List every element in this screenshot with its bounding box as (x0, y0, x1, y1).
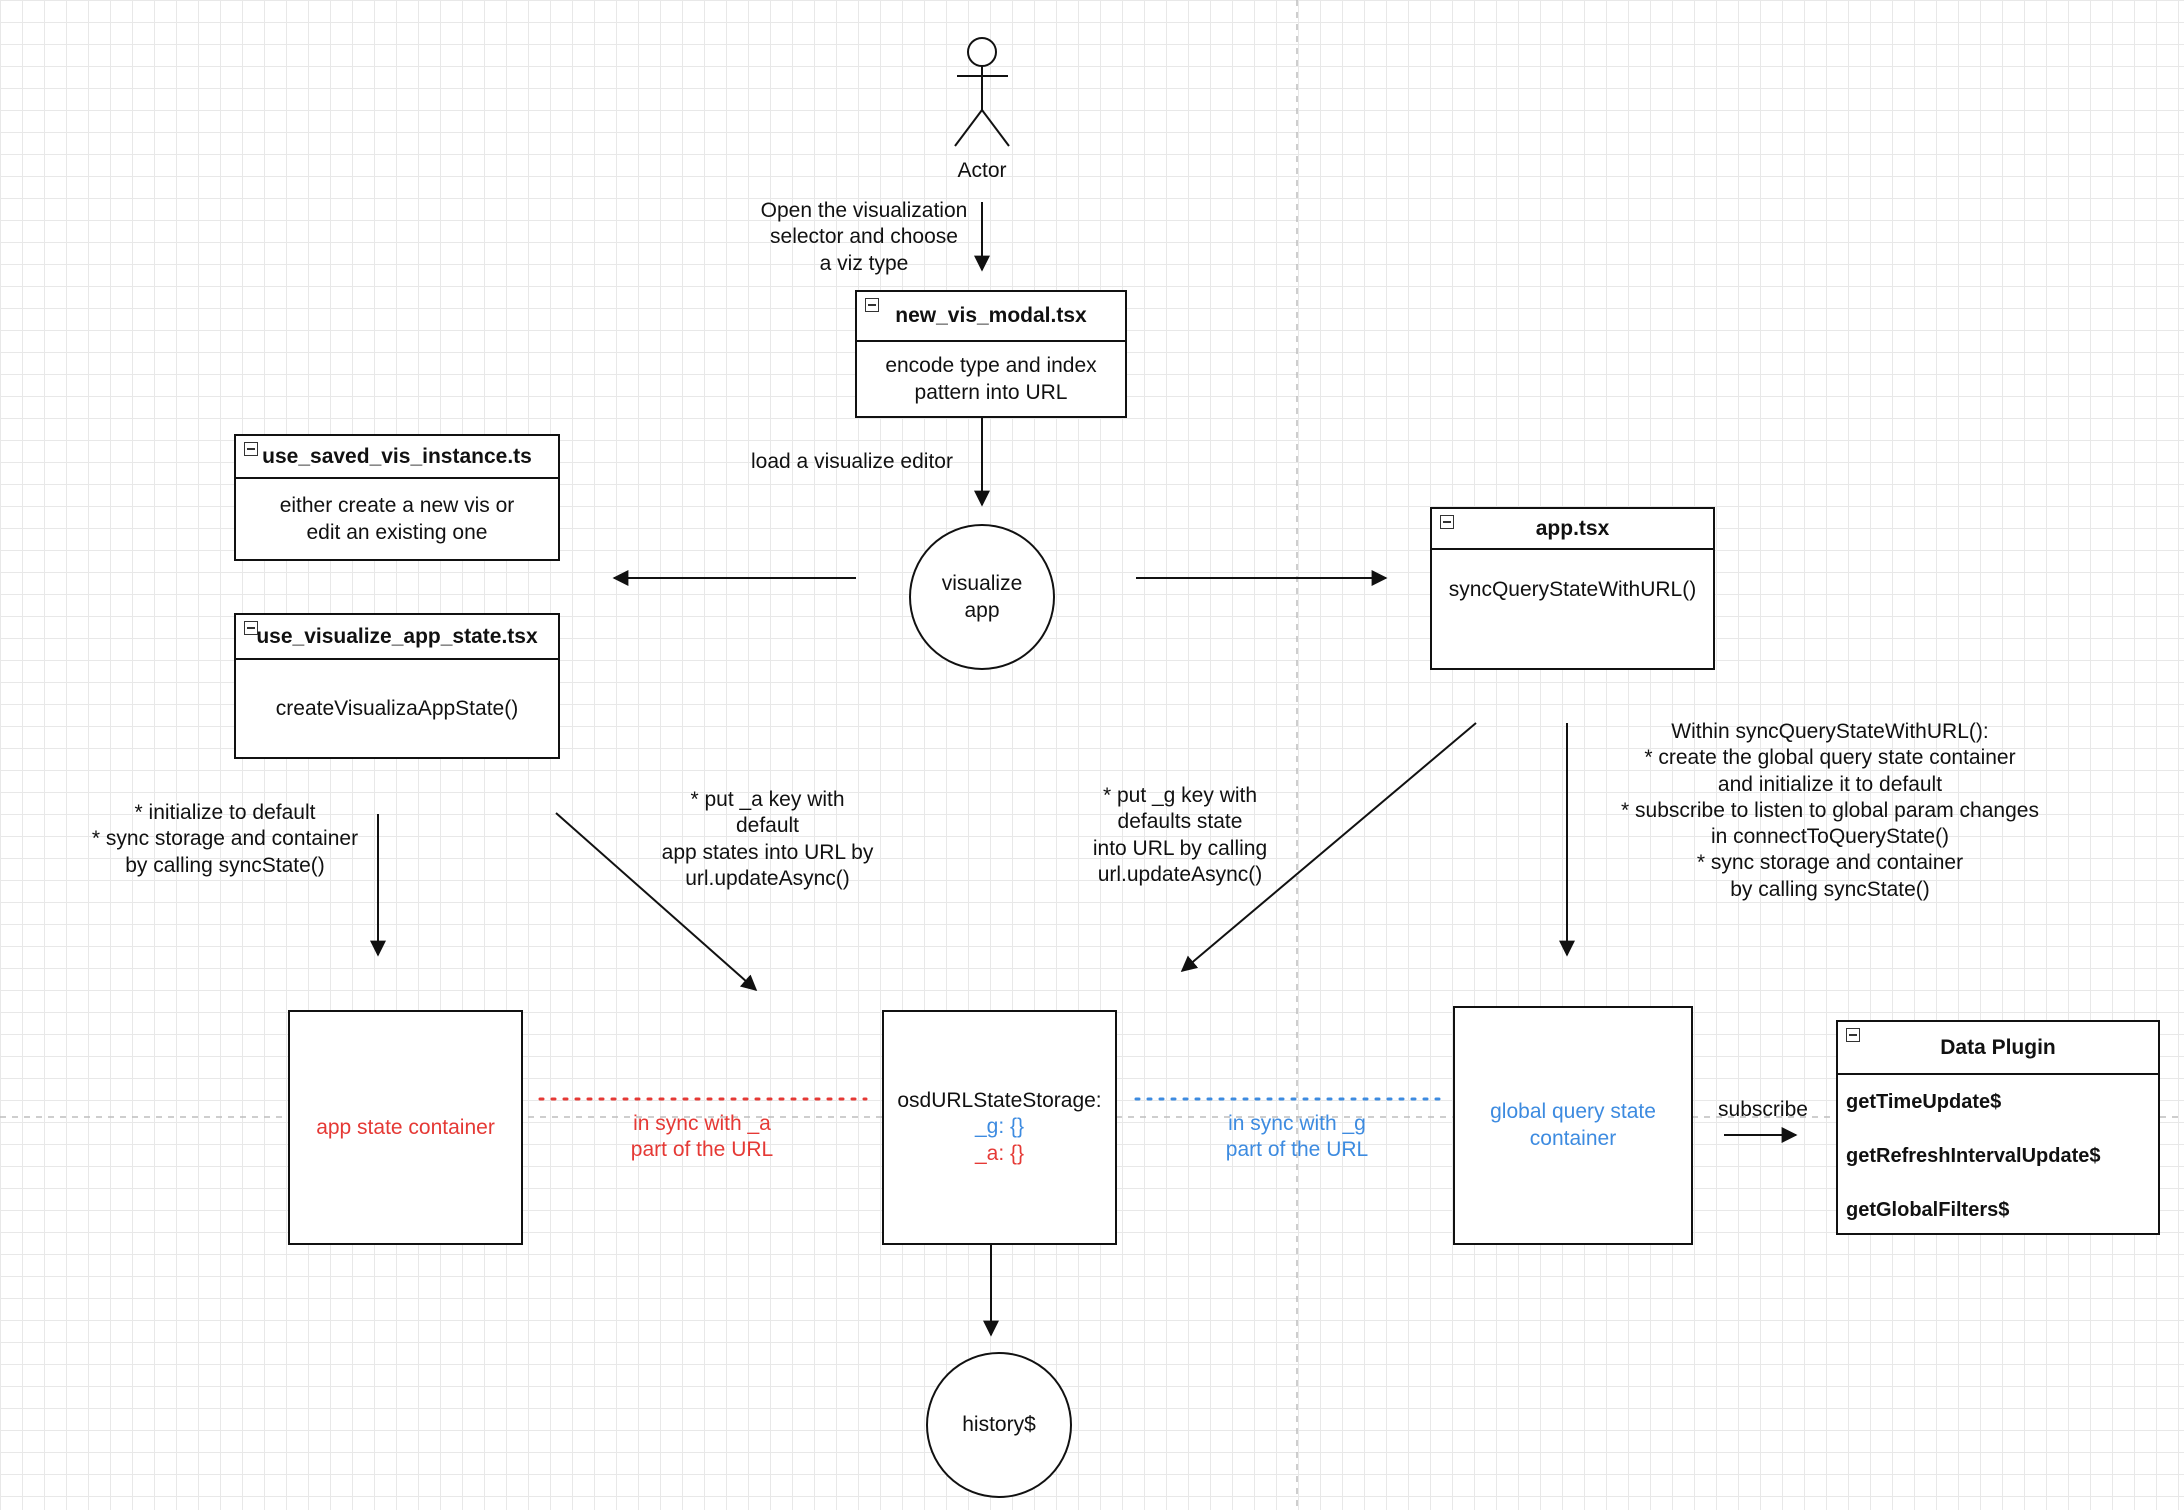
actor-label: Actor (957, 159, 1007, 182)
node-use-visualize-app-state-header: use_visualize_app_state.tsx (236, 615, 558, 660)
node-app-state-container[interactable]: app state container (288, 1010, 523, 1245)
node-history[interactable]: history$ (926, 1352, 1072, 1498)
node-osd-url-state-storage-title: osdURLStateStorage: (897, 1089, 1102, 1113)
node-global-query-state-container[interactable]: global query state container (1453, 1006, 1693, 1245)
arrow-put-a (555, 812, 758, 992)
edge-label-load-editor: load a visualize editor (751, 450, 953, 473)
node-osd-url-state-storage[interactable]: osdURLStateStorage: _g: {} _a: {} (882, 1010, 1117, 1245)
node-data-plugin[interactable]: Data Plugin getTimeUpdate$ getRefreshInt… (1836, 1020, 2160, 1235)
node-data-plugin-title: Data Plugin (1940, 1035, 2056, 1059)
node-new-vis-modal-body: encode type and index pattern into URL (885, 353, 1097, 404)
collapse-icon[interactable] (244, 442, 258, 456)
edge-label-put-a: * put _a key with default app states int… (661, 788, 874, 890)
node-app-tsx-title: app.tsx (1535, 516, 1610, 540)
data-plugin-item[interactable]: getGlobalFilters$ (1846, 1198, 2010, 1221)
collapse-icon[interactable] (1846, 1028, 1860, 1042)
node-use-saved-vis-instance-header: use_saved_vis_instance.ts (236, 436, 558, 479)
node-use-saved-vis-instance-body: either create a new vis or edit an exist… (279, 493, 515, 544)
actor-figure (954, 37, 1010, 147)
node-use-saved-vis-instance[interactable]: use_saved_vis_instance.ts either create … (234, 434, 560, 561)
node-app-tsx[interactable]: app.tsx syncQueryStateWithURL() (1430, 507, 1715, 670)
edge-label-put-g: * put _g key with defaults state into UR… (1092, 784, 1268, 886)
collapse-icon[interactable] (865, 298, 879, 312)
node-osd-url-state-storage-g: _g: {} (974, 1115, 1025, 1139)
arrow-put-g (1180, 722, 1477, 973)
node-app-tsx-body: syncQueryStateWithURL() (1448, 578, 1697, 602)
collapse-icon[interactable] (244, 621, 258, 635)
edge-label-init-default: * initialize to default * sync storage a… (91, 801, 359, 877)
node-visualize-app[interactable]: visualize app (909, 524, 1055, 670)
node-app-tsx-header: app.tsx (1432, 509, 1713, 550)
node-use-visualize-app-state-body: createVisualizaAppState() (275, 696, 519, 720)
node-new-vis-modal-title: new_vis_modal.tsx (895, 304, 1087, 327)
node-use-visualize-app-state-title: use_visualize_app_state.tsx (256, 624, 538, 648)
data-plugin-item[interactable]: getRefreshIntervalUpdate$ (1846, 1144, 2101, 1167)
edge-label-within-sync: Within syncQueryStateWithURL(): * create… (1621, 720, 2039, 901)
edge-label-subscribe: subscribe (1718, 1098, 1808, 1121)
node-use-saved-vis-instance-title: use_saved_vis_instance.ts (262, 444, 532, 468)
node-osd-url-state-storage-a: _a: {} (974, 1141, 1025, 1165)
node-use-visualize-app-state[interactable]: use_visualize_app_state.tsx createVisual… (234, 613, 560, 759)
data-plugin-item[interactable]: getTimeUpdate$ (1846, 1090, 2002, 1113)
node-new-vis-modal[interactable]: new_vis_modal.tsx encode type and index … (855, 290, 1127, 418)
node-data-plugin-list: getTimeUpdate$ getRefreshIntervalUpdate$… (1838, 1075, 2158, 1237)
node-data-plugin-header: Data Plugin (1838, 1022, 2158, 1075)
edge-label-open-selector: Open the visualization selector and choo… (760, 199, 968, 275)
edge-label-in-sync-a: in sync with _a part of the URL (630, 1112, 774, 1162)
edge-label-in-sync-g: in sync with _g part of the URL (1225, 1112, 1369, 1162)
node-new-vis-modal-header: new_vis_modal.tsx (857, 292, 1125, 342)
collapse-icon[interactable] (1440, 515, 1454, 529)
